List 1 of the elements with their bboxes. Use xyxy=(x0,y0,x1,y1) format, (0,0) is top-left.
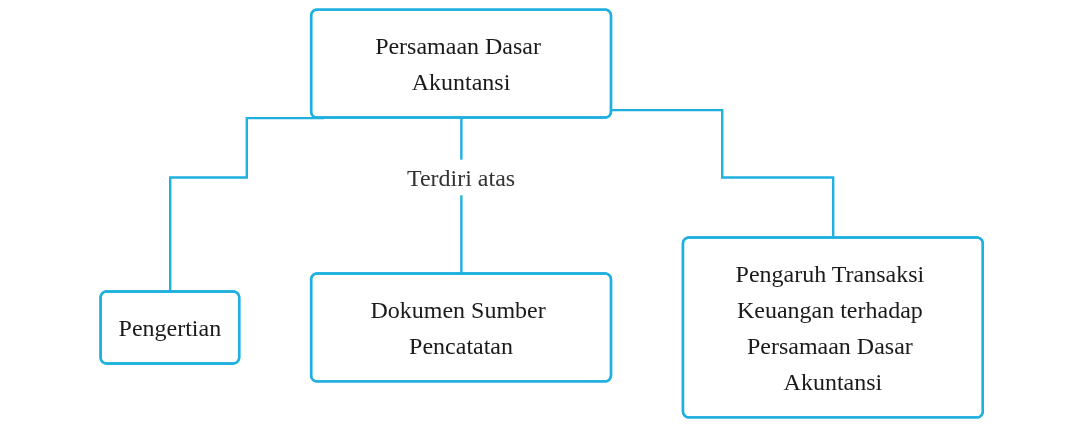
edge-label: Terdiri atas xyxy=(407,164,516,191)
